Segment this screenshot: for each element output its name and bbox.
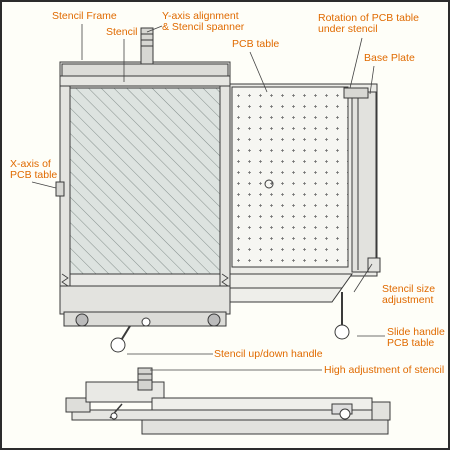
rotation-knob — [343, 87, 369, 99]
stencil-sheet — [69, 87, 221, 275]
label-text: X-axis of — [10, 158, 51, 170]
label-text: Stencil size — [382, 283, 436, 295]
label-text: Rotation of PCB table — [318, 12, 419, 24]
label-text: PCB table — [232, 38, 280, 50]
label-text: & Stencil spanner — [162, 21, 245, 33]
label-stencil-size: Stencil size adjustment — [382, 284, 435, 306]
label-rotation: Rotation of PCB table under stencil — [318, 13, 419, 35]
stencil-updown-knob — [110, 337, 126, 353]
label-base-plate: Base Plate — [364, 53, 415, 64]
label-text: Stencil — [106, 26, 138, 38]
label-text: PCB table — [387, 337, 435, 349]
label-stencil-frame: Stencil Frame — [52, 11, 117, 22]
label-text: Slide handle — [387, 326, 445, 338]
label-text: PCB table — [10, 169, 58, 181]
side-spanner — [137, 367, 153, 391]
label-text: adjustment — [382, 294, 434, 306]
label-text: Stencil Frame — [52, 10, 117, 22]
label-text: Y-axis alignment — [162, 10, 239, 22]
label-high-adjustment: High adjustment of stencil — [324, 365, 444, 376]
label-y-axis: Y-axis alignment & Stencil spanner — [162, 11, 244, 33]
x-axis-knob — [55, 181, 65, 197]
label-slide-handle: Slide handle PCB table — [387, 327, 445, 349]
label-stencil: Stencil — [106, 27, 138, 38]
label-text: under stencil — [318, 23, 378, 35]
label-stencil-updown: Stencil up/down handle — [214, 349, 323, 360]
top-view — [55, 27, 381, 353]
label-x-axis: X-axis of PCB table — [10, 159, 57, 181]
pcb-table — [231, 86, 349, 268]
leader-lines — [31, 24, 385, 355]
label-text: High adjustment of stencil — [324, 364, 445, 376]
side-view — [65, 367, 391, 435]
label-pcb-table: PCB table — [232, 39, 279, 50]
label-text: Stencil up/down handle — [214, 348, 323, 360]
label-text: Base Plate — [364, 52, 415, 64]
slide-handle-knob — [334, 324, 350, 340]
